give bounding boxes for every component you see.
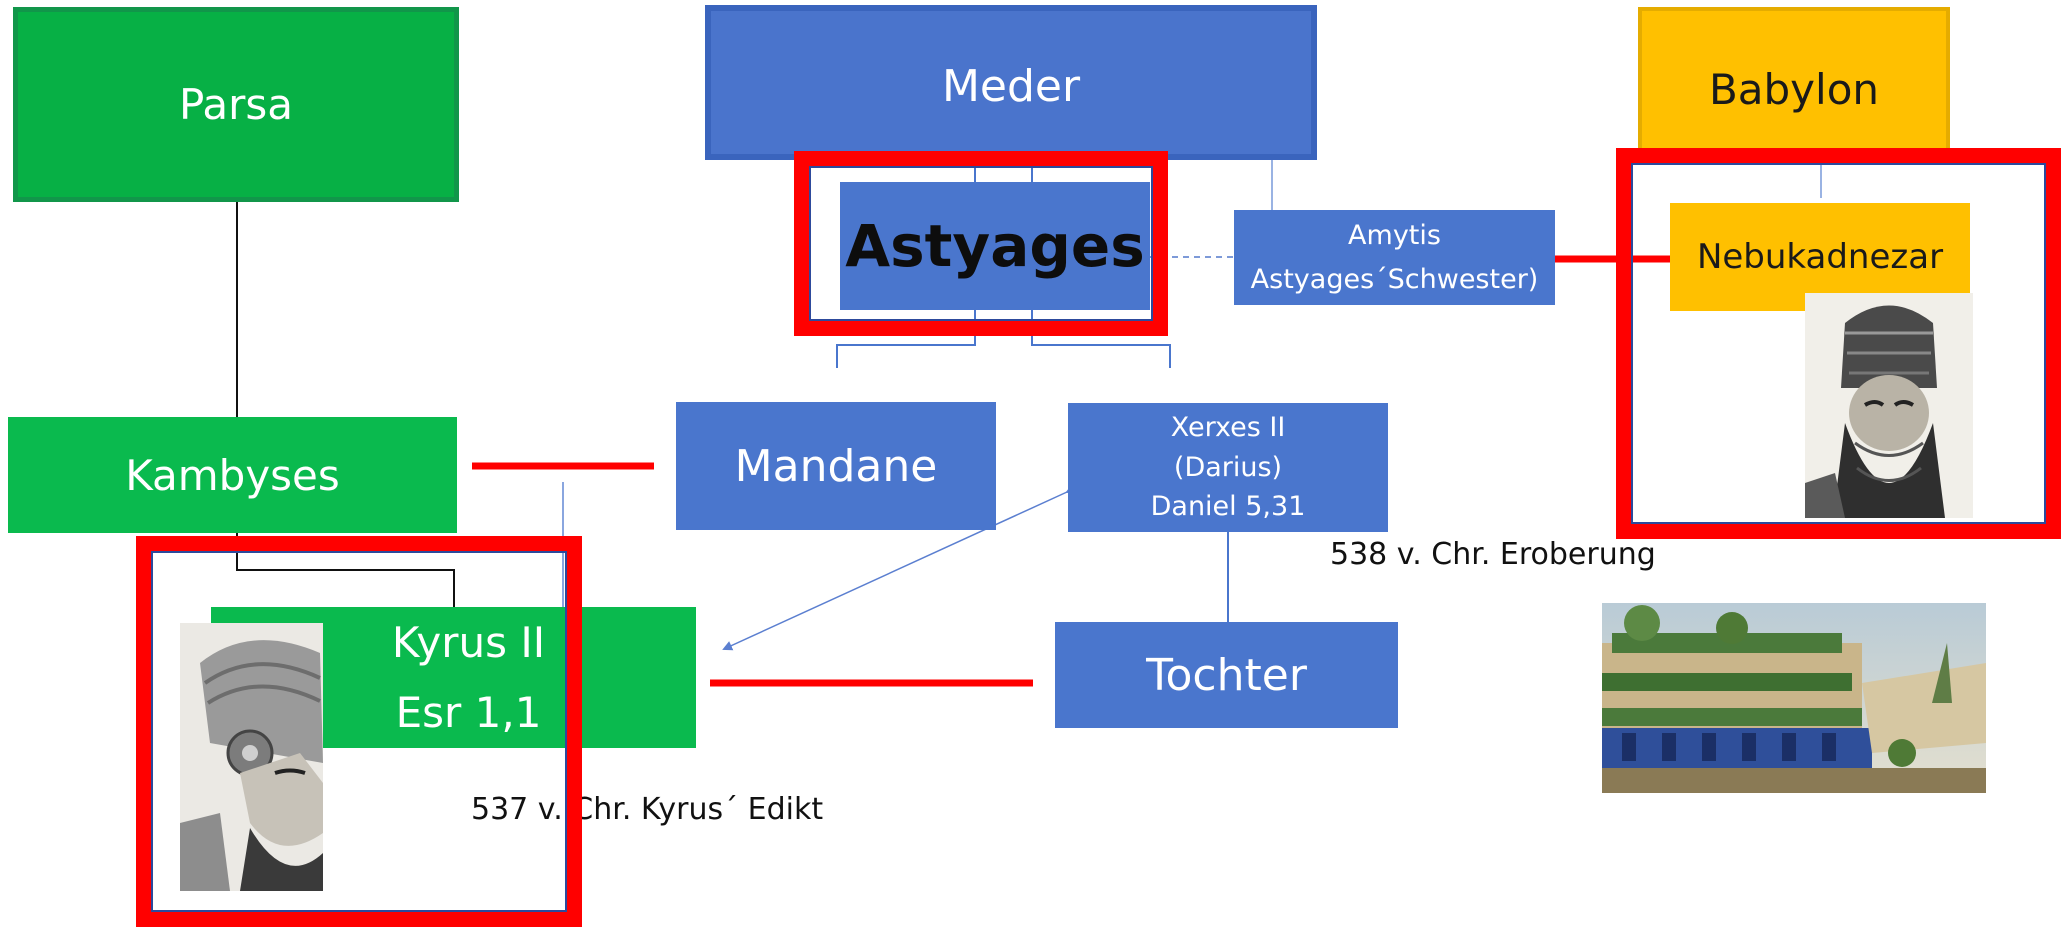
- annotation-eroberung: 538 v. Chr. Eroberung: [1330, 537, 1656, 572]
- node-tochter-label: Tochter: [1146, 649, 1307, 701]
- node-kambyses: Kambyses: [8, 417, 457, 533]
- node-babylon-label: Babylon: [1708, 65, 1880, 114]
- node-amytis-line1: Amytis: [1348, 220, 1441, 252]
- highlight-frame-nebukadnezar: [1616, 148, 2061, 539]
- node-amytis: Amytis Astyages´Schwester): [1234, 210, 1555, 305]
- node-meder-label: Meder: [941, 61, 1081, 112]
- node-parsa: Parsa: [13, 7, 459, 202]
- node-tochter: Tochter: [1055, 622, 1398, 728]
- node-mandane: Mandane: [676, 402, 996, 530]
- bearded-king-engraving-icon: [1805, 293, 1973, 518]
- line-kambyses-kyrus: [236, 533, 455, 607]
- helmeted-king-relief-icon: [180, 623, 323, 891]
- node-xerxes-line2: (Darius): [1173, 451, 1283, 483]
- node-nebukadnezar-label: Nebukadnezar: [1696, 237, 1944, 277]
- node-kyrus-line2: Esr 1,1: [395, 687, 542, 737]
- node-parsa-label: Parsa: [178, 80, 294, 129]
- node-babylon: Babylon: [1638, 7, 1950, 153]
- highlight-frame-astyages: [794, 151, 1168, 336]
- highlight-frame-kyrus: [136, 536, 582, 927]
- nebukadnezar-portrait: [1805, 293, 1973, 518]
- node-amytis-line2: Astyages´Schwester): [1250, 263, 1539, 295]
- node-kyrus-line1: Kyrus II: [391, 618, 546, 668]
- node-mandane-label: Mandane: [734, 440, 938, 492]
- node-xerxes: Xerxes II (Darius) Daniel 5,31: [1068, 403, 1388, 532]
- node-xerxes-line1: Xerxes II: [1170, 411, 1286, 443]
- line-babylon-nebukadnezar: [1820, 153, 1822, 198]
- node-xerxes-line3: Daniel 5,31: [1150, 491, 1306, 523]
- node-meder: Meder: [705, 5, 1317, 160]
- hanging-gardens-painting-icon: [1602, 603, 1986, 793]
- node-astyages: Astyages: [840, 182, 1150, 310]
- babylon-gardens-image: [1602, 603, 1986, 793]
- kyrus-portrait: [180, 623, 323, 891]
- annotation-edikt: 537 v. Chr. Kyrus´ Edikt: [471, 792, 824, 827]
- node-kambyses-label: Kambyses: [125, 450, 340, 500]
- node-astyages-label: Astyages: [845, 212, 1145, 280]
- arrow-xerxes-kyrus: [722, 484, 1077, 651]
